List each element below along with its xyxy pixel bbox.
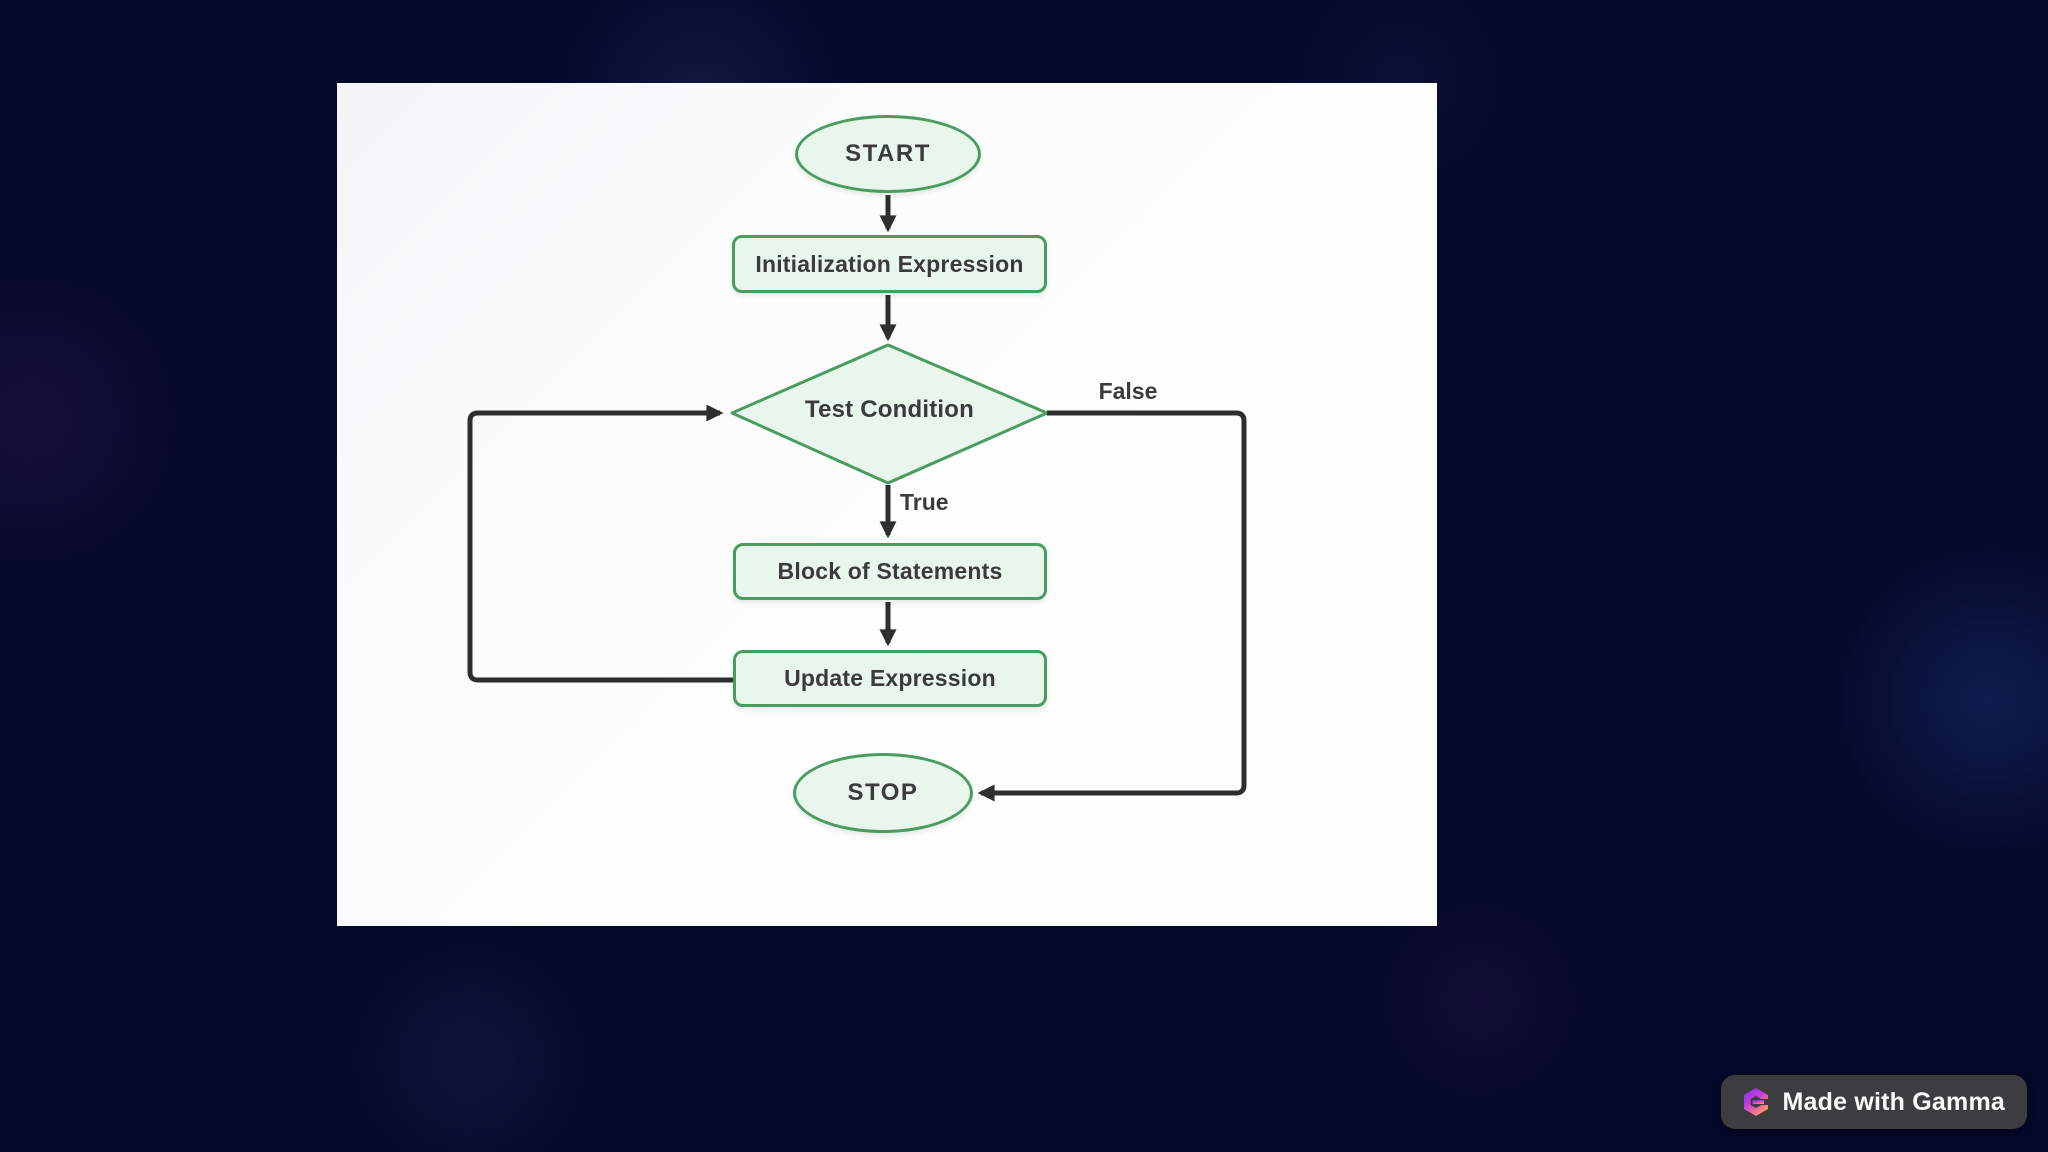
node-stop-label: STOP — [847, 779, 919, 806]
node-start-label: START — [845, 140, 931, 167]
node-block-label: Block of Statements — [777, 558, 1003, 584]
made-with-gamma-badge[interactable]: Made with Gamma — [1720, 1075, 2027, 1129]
flowchart-node-update-expression: Update Expression — [733, 650, 1047, 707]
edge-test-stop-false — [977, 410, 1247, 802]
edge-label-true: True — [900, 489, 949, 515]
edge-update-loop-test — [467, 404, 733, 683]
flowchart-node-stop: STOP — [793, 753, 973, 833]
flowchart-connectors — [467, 195, 1247, 802]
gamma-logo-icon — [1743, 1088, 1769, 1116]
flowchart-node-start: START — [795, 115, 981, 193]
made-with-gamma-label: Made with Gamma — [1782, 1087, 2005, 1116]
slide-panel: START Initialization Expression Test Con… — [337, 83, 1437, 926]
flowchart-node-test-condition-label: Test Condition — [805, 396, 974, 423]
node-initialization-label: Initialization Expression — [755, 250, 1024, 277]
edge-label-false: False — [1098, 378, 1158, 404]
node-update-label: Update Expression — [784, 665, 996, 691]
flowchart-node-block-of-statements: Block of Statements — [733, 543, 1047, 600]
decision-diamond-shape — [730, 343, 1049, 485]
flowchart-node-initialization: Initialization Expression — [732, 235, 1047, 293]
